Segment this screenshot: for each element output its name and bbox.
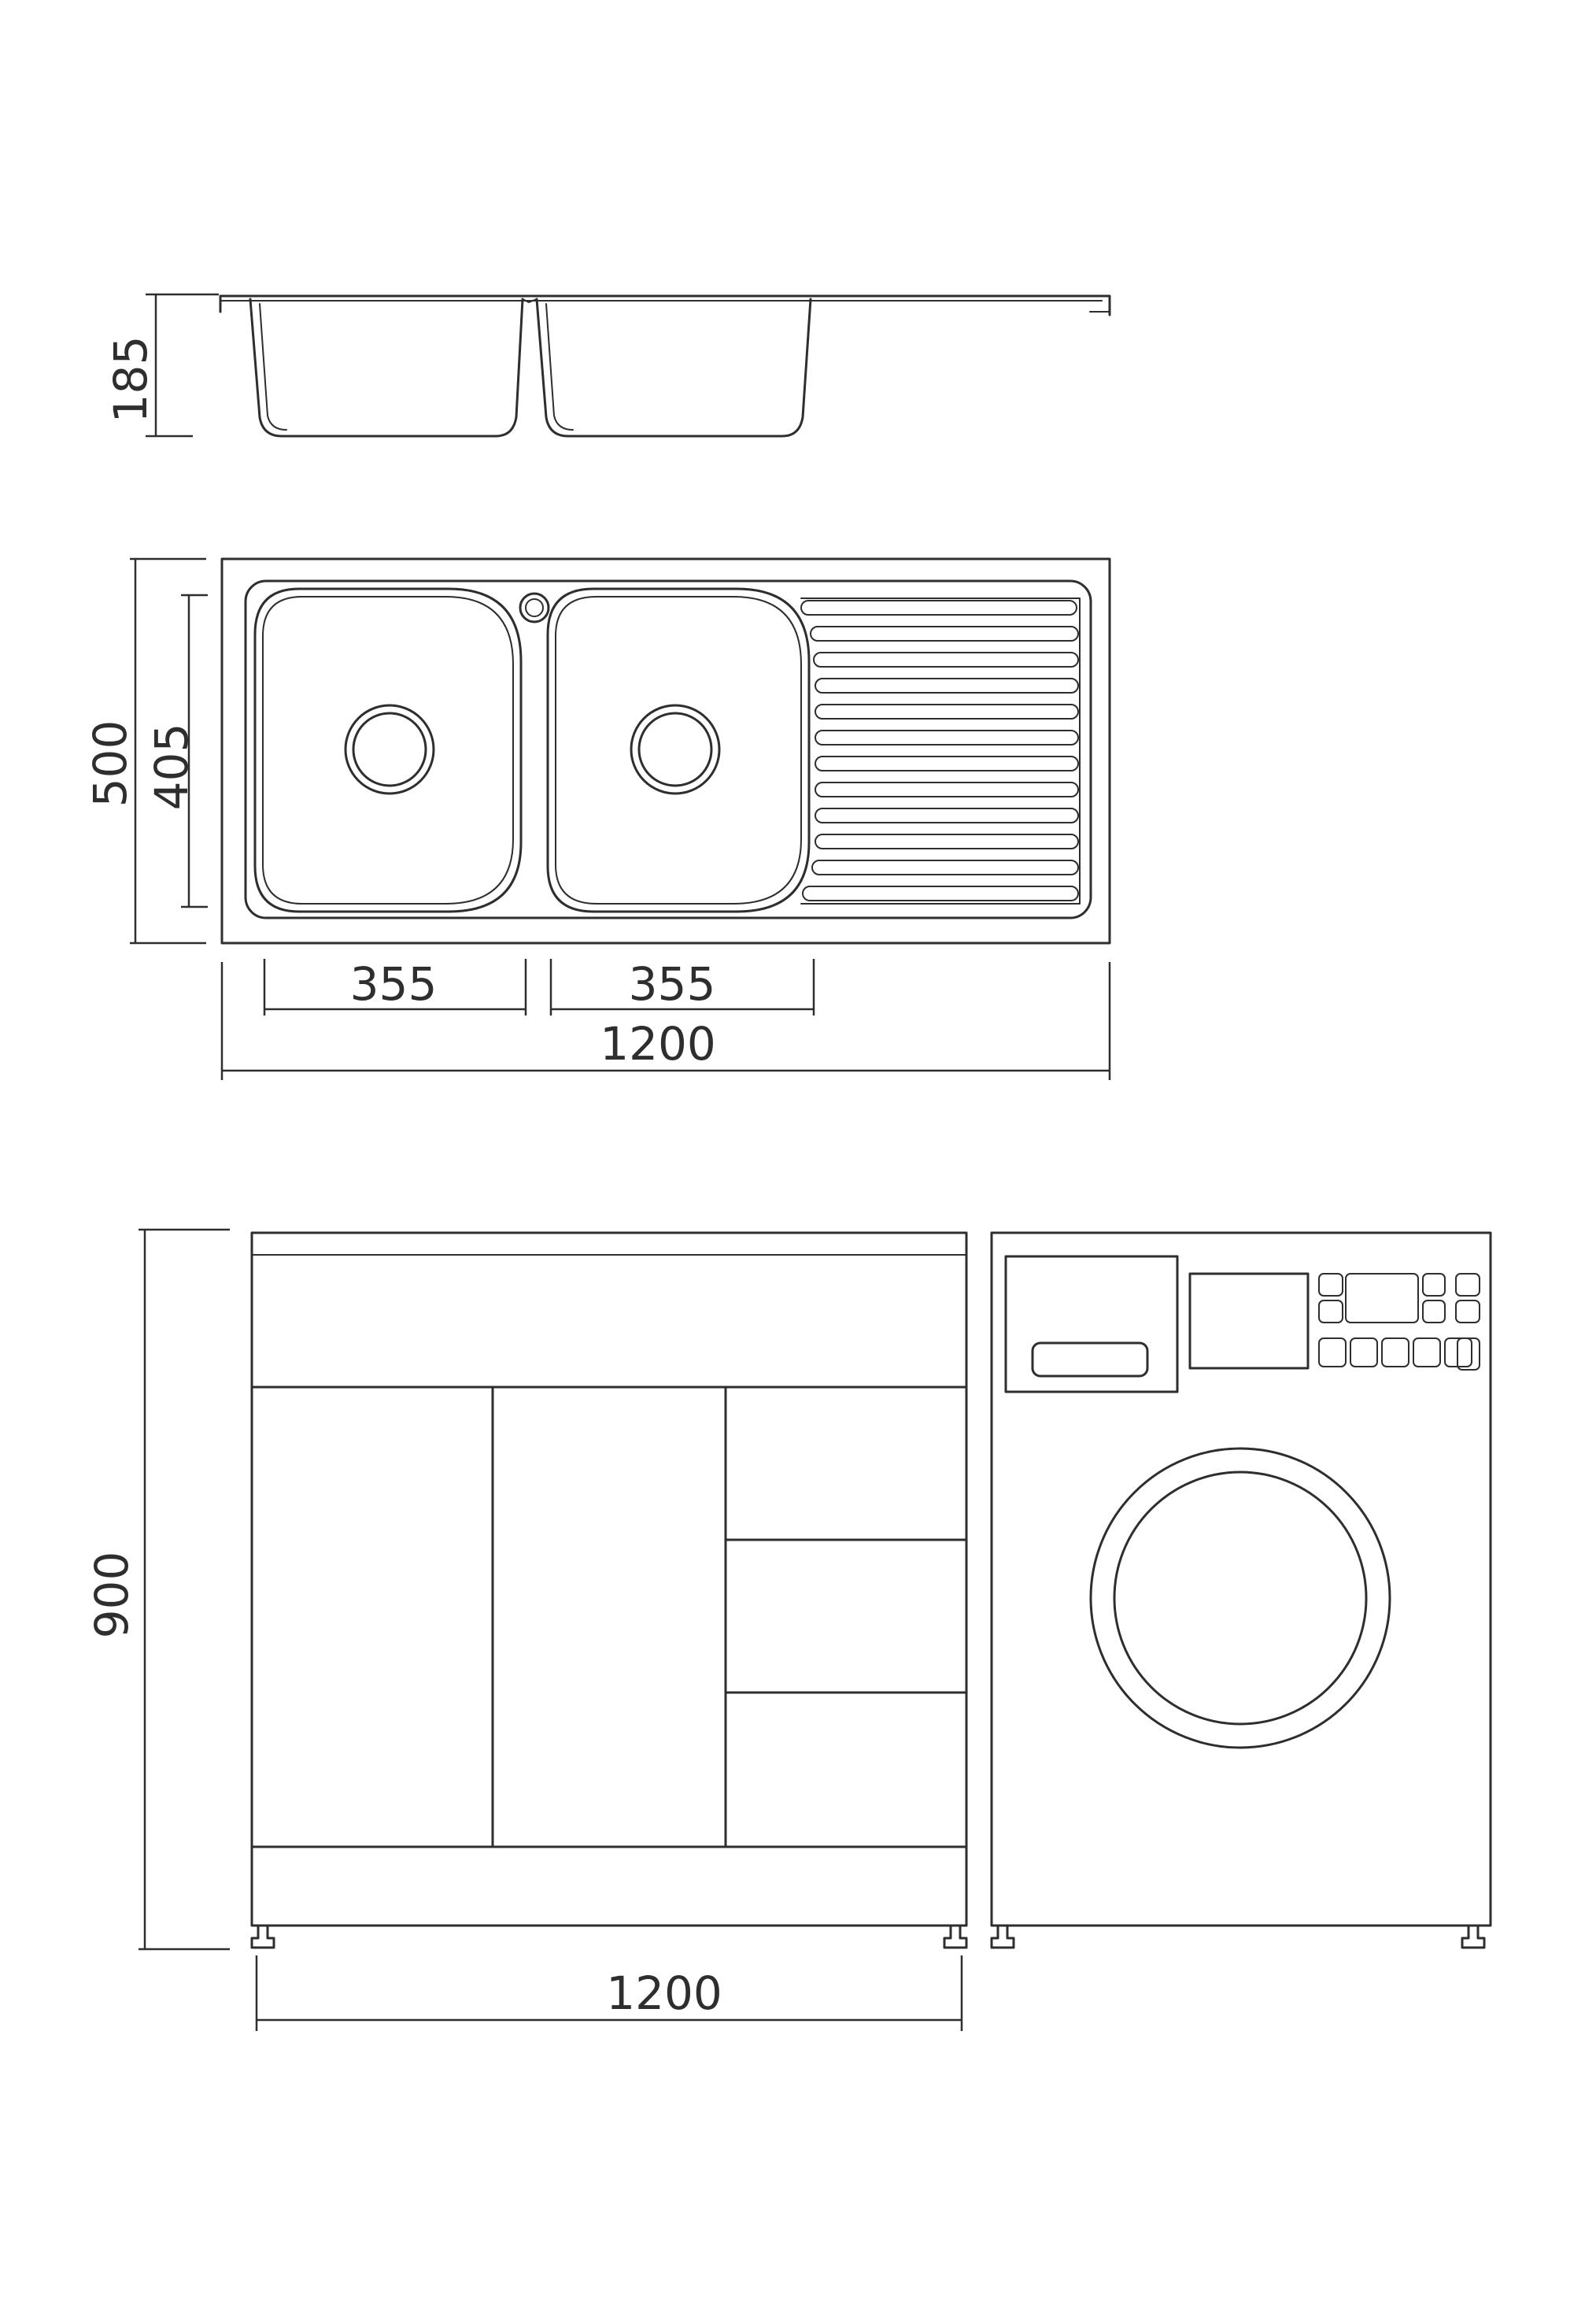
label-cabinet-length: 1200 — [606, 1966, 722, 2020]
washing-machine — [990, 1231, 1492, 1949]
control-display — [1188, 1272, 1310, 1370]
cabinet-front-view — [250, 1231, 968, 1949]
dimension-sink-width-inner: 405 — [145, 594, 208, 908]
sink-side-view — [219, 294, 1111, 438]
dimension-bowl-right: 355 — [549, 957, 815, 1016]
label-sink-width-inner: 405 — [145, 723, 198, 811]
detergent-drawer — [1004, 1255, 1179, 1393]
dimension-sink-width-outer: 500 — [83, 557, 206, 945]
washer-door-ring — [1089, 1447, 1391, 1749]
cabinet-foot-right — [943, 1924, 968, 1949]
control-buttons — [1318, 1273, 1480, 1371]
cabinet-foot-left — [250, 1924, 275, 1949]
dimension-sink-length: 1200 — [220, 962, 1111, 1080]
label-bowl-right: 355 — [629, 957, 716, 1011]
right-drain — [630, 704, 721, 795]
dimension-cabinet-length: 1200 — [255, 1955, 963, 2031]
dimension-bowl-left: 355 — [263, 957, 527, 1016]
washer-foot-right — [1461, 1924, 1486, 1949]
drawer-handle — [1031, 1341, 1149, 1378]
drainboard-ribs — [800, 597, 1081, 905]
label-sink-length: 1200 — [600, 1017, 716, 1071]
label-bowl-left: 355 — [350, 957, 438, 1011]
left-drain — [344, 704, 435, 795]
label-cabinet-height: 900 — [85, 1552, 139, 1639]
washer-foot-left — [990, 1924, 1015, 1949]
dimension-sink-depth: 185 — [104, 293, 219, 438]
label-sink-depth: 185 — [104, 336, 157, 424]
dimension-cabinet-height: 900 — [85, 1228, 230, 1951]
washer-door-glass — [1113, 1471, 1368, 1726]
label-sink-width-outer: 500 — [83, 720, 137, 808]
sink-top-view — [220, 557, 1111, 945]
